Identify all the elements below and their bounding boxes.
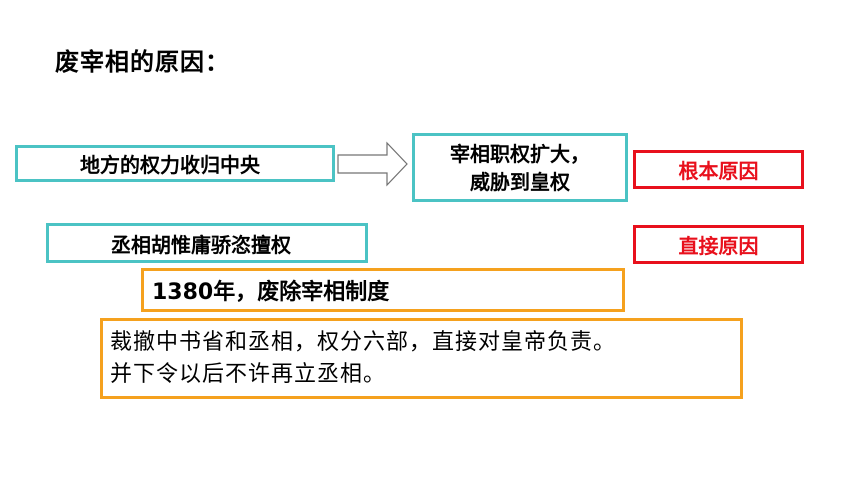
abolition-year-box: 1380年，废除宰相制度	[141, 268, 625, 312]
hu-weiyong-text: 丞相胡惟庸骄恣擅权	[111, 232, 291, 257]
direct-cause-label: 直接原因	[678, 234, 759, 258]
reform-detail-line1: 裁撤中书省和丞相，权分六部，直接对皇帝负责。	[110, 329, 617, 355]
reform-detail-line2: 并下令以后不许再立丞相。	[110, 361, 387, 387]
root-cause-label: 根本原因	[678, 159, 759, 183]
chancellor-power-text-line1: 宰相职权扩大，	[450, 141, 590, 166]
local-power-box: 地方的权力收归中央	[15, 145, 335, 182]
hu-weiyong-box: 丞相胡惟庸骄恣擅权	[46, 223, 368, 263]
abolition-year-text: 1380年，废除宰相制度	[152, 280, 390, 305]
root-cause-box: 根本原因	[633, 150, 804, 189]
reform-detail-box: 裁撤中书省和丞相，权分六部，直接对皇帝负责。 并下令以后不许再立丞相。	[100, 318, 743, 399]
chancellor-power-text-line2: 威胁到皇权	[470, 169, 570, 194]
page-title: 废宰相的原因：	[55, 48, 230, 76]
local-power-text: 地方的权力收归中央	[80, 153, 260, 177]
chancellor-power-box: 宰相职权扩大， 威胁到皇权	[412, 133, 628, 202]
direct-cause-box: 直接原因	[633, 225, 804, 264]
right-arrow-icon	[337, 141, 408, 187]
